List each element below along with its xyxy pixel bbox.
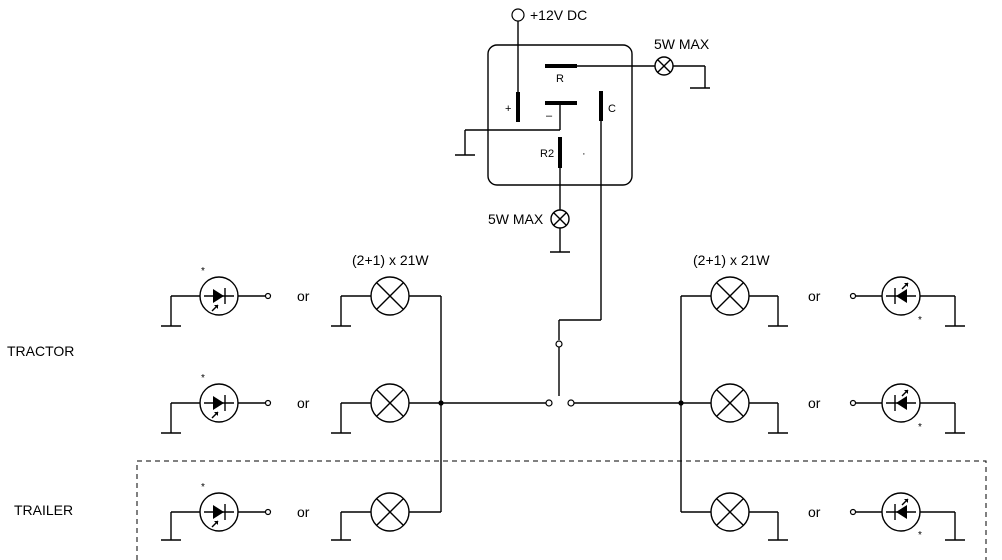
left-row-1: or * [161,266,441,327]
left-led-3 [199,492,239,532]
right-row-2: or * [681,383,965,434]
right-led-3 [881,492,921,532]
or-label: or [297,395,310,411]
led-terminal [849,508,857,516]
pin-plus-label: + [505,103,511,115]
right-lamp-3 [710,492,750,532]
left-row-2: or * [161,373,441,434]
led-terminal [264,508,272,516]
supply-label: +12V DC [530,7,587,23]
left-lamp-3 [370,492,410,532]
pilot-lamp-top [654,56,674,76]
asterisk-label: * [918,315,922,326]
or-label: or [297,288,310,304]
pilot-lamp-top-label: 5W MAX [654,36,710,52]
right-lamp-1 [710,276,750,316]
or-label: or [808,395,821,411]
switch-left-terminal [545,399,553,407]
pin-dot-label: · [582,148,586,160]
asterisk-label: * [201,266,205,277]
pilot-lamp-bottom [550,209,570,229]
led-terminal [849,292,857,300]
left-led-2 [199,383,239,423]
trailer-boundary [136,460,987,560]
switch-common-terminal [555,340,563,348]
led-terminal [849,399,857,407]
led-terminal [264,292,272,300]
supply-terminal [511,8,525,22]
left-led-1 [199,276,239,316]
pin-r2-label: R2 [540,148,554,160]
right-lamp-2 [710,383,750,423]
left-group-label: (2+1) x 21W [352,252,429,268]
pin-c-label: C [608,103,616,115]
pilot-lamp-bottom-label: 5W MAX [488,211,544,227]
asterisk-label: * [201,373,205,384]
pin-minus-label: – [546,110,553,122]
or-label: or [297,504,310,520]
right-led-2 [881,383,921,423]
asterisk-label: * [918,422,922,433]
trailer-label: TRAILER [14,502,73,518]
right-row-1: or * [681,276,965,327]
switch-right-terminal [567,399,575,407]
asterisk-label: * [918,530,922,541]
led-terminal [264,399,272,407]
or-label: or [808,504,821,520]
left-row-3: or * [161,482,441,541]
right-group-label: (2+1) x 21W [693,252,770,268]
tractor-label: TRACTOR [7,343,74,359]
right-led-1 [881,276,921,316]
asterisk-label: * [201,482,205,493]
pin-r-label: R [556,73,564,85]
left-lamp-1 [370,276,410,316]
left-lamp-2 [370,383,410,423]
right-row-3: or * [681,492,965,541]
or-label: or [808,288,821,304]
